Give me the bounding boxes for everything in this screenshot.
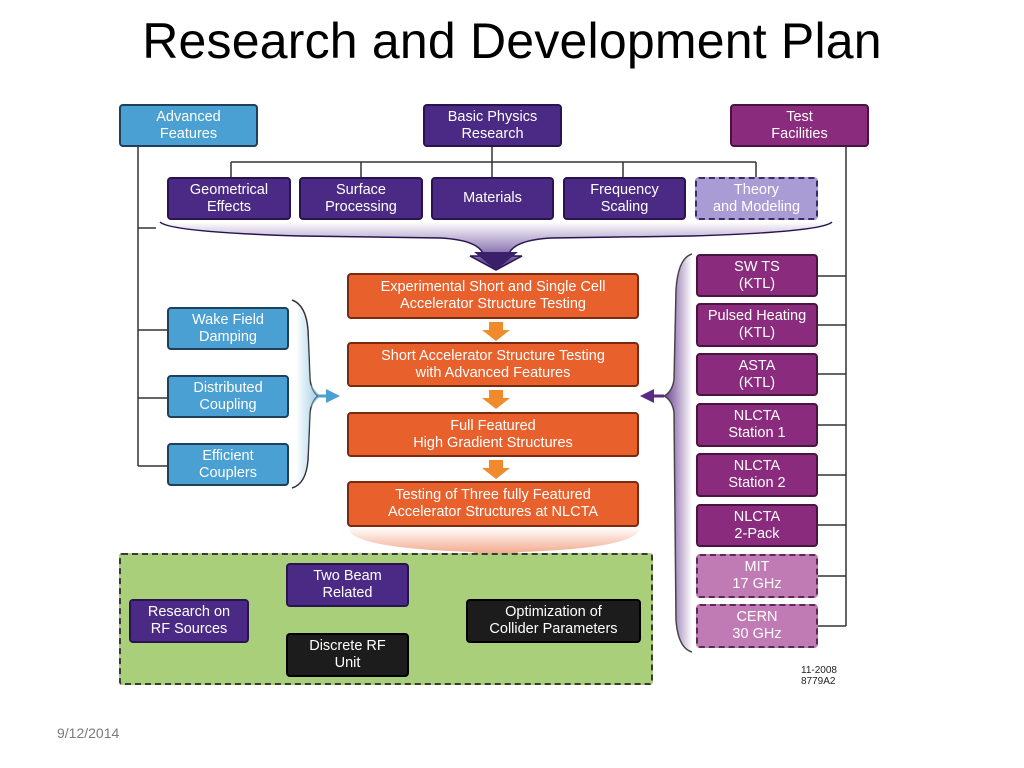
- rf-discrete-unit-box: Discrete RF Unit: [286, 633, 409, 677]
- flow-step-short-structure-advanced-features: Short Accelerator Structure Testing with…: [347, 342, 639, 387]
- feature-distributed-coupling: Distributed Coupling: [167, 375, 289, 418]
- facility-nlcta-2-pack: NLCTA 2-Pack: [696, 504, 818, 547]
- flow-step-experimental-short-cell-testing: Experimental Short and Single Cell Accel…: [347, 273, 639, 319]
- feature-wake-field-damping: Wake Field Damping: [167, 307, 289, 350]
- advanced-features-box: Advanced Features: [119, 104, 258, 147]
- figure-code: 11-2008 8779A2: [801, 665, 837, 687]
- rf-two-beam-related-box: Two Beam Related: [286, 563, 409, 607]
- facility-asta: ASTA (KTL): [696, 353, 818, 396]
- rf-research-box: Research on RF Sources: [129, 599, 249, 643]
- physics-topic-geometrical-effects: Geometrical Effects: [167, 177, 291, 220]
- basic-physics-research-box: Basic Physics Research: [423, 104, 562, 147]
- slide-title: Research and Development Plan: [142, 13, 882, 69]
- physics-topic-theory-and-modeling: Theory and Modeling: [695, 177, 818, 220]
- flow-step-testing-at-nlcta: Testing of Three fully Featured Accelera…: [347, 481, 639, 527]
- facility-nlcta-station-2: NLCTA Station 2: [696, 453, 818, 497]
- facility-nlcta-station-1: NLCTA Station 1: [696, 403, 818, 447]
- feature-efficient-couplers: Efficient Couplers: [167, 443, 289, 486]
- test-facilities-box: Test Facilities: [730, 104, 869, 147]
- optimization-collider-parameters-box: Optimization of Collider Parameters: [466, 599, 641, 643]
- facility-pulsed-heating: Pulsed Heating (KTL): [696, 303, 818, 347]
- physics-topic-surface-processing: Surface Processing: [299, 177, 423, 220]
- figure-code-line1: 11-2008: [801, 665, 837, 676]
- facility-sw-ts: SW TS (KTL): [696, 254, 818, 297]
- facility-mit-17ghz: MIT 17 GHz: [696, 554, 818, 598]
- facility-cern-30ghz: CERN 30 GHz: [696, 604, 818, 648]
- figure-code-line2: 8779A2: [801, 676, 836, 687]
- slide-date: 9/12/2014: [57, 725, 120, 741]
- physics-topic-frequency-scaling: Frequency Scaling: [563, 177, 686, 220]
- flow-step-full-featured-structures: Full Featured High Gradient Structures: [347, 412, 639, 457]
- physics-topic-materials: Materials: [431, 177, 554, 220]
